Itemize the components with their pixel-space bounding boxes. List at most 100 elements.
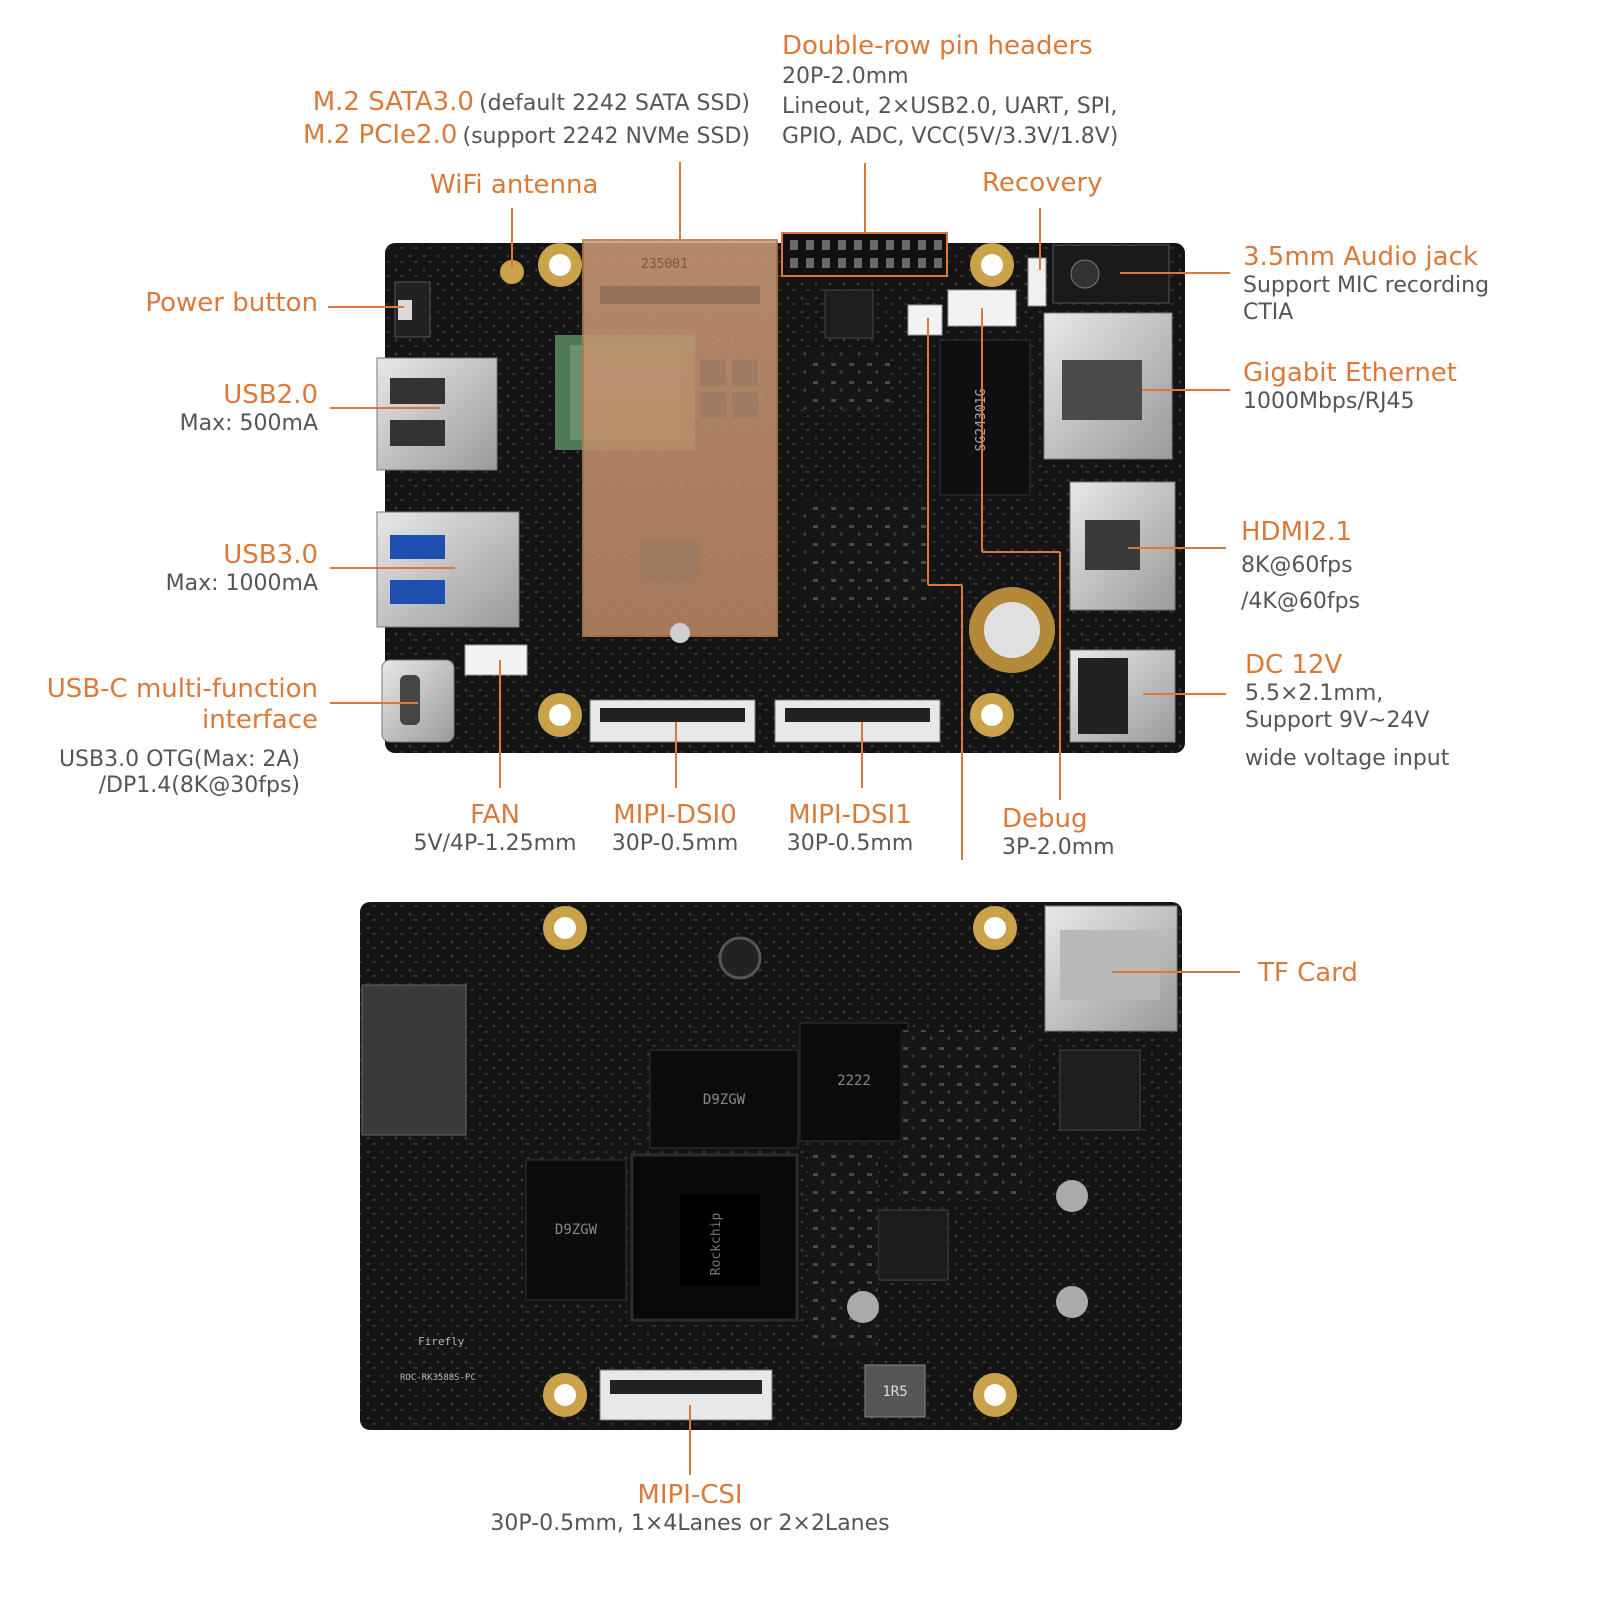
hdmi-title: HDMI2.1 (1241, 517, 1353, 547)
dc-line2: Support 9V~24V (1245, 707, 1430, 733)
header-pin (790, 240, 798, 250)
header-pin (934, 240, 942, 250)
bottom-board: D9ZGW 2222 D9ZGW Rockchip 1R5 Firefly RO… (360, 902, 1182, 1430)
usbc-title2: interface (202, 705, 318, 736)
model-mark: ROC-RK3588S-PC (400, 1373, 476, 1383)
header-pin (822, 240, 830, 250)
tf-card-label: TF Card (1258, 958, 1358, 988)
header-pin (790, 258, 798, 268)
header-pin (838, 240, 846, 250)
header-pin (854, 240, 862, 250)
dsi0-line1: 30P-0.5mm (611, 831, 739, 857)
header-pin (806, 240, 814, 250)
soc-logo: Rockchip (709, 1213, 724, 1276)
header-pin (870, 240, 878, 250)
pin-headers-line2: Lineout, 2×USB2.0, UART, SPI, (782, 94, 1118, 120)
m2-code: 235001 (641, 257, 688, 272)
power-button-label: Power button (145, 288, 318, 318)
hdmi-label: HDMI2.1 8K@60fps /4K@60fps (1241, 517, 1360, 620)
usb3-title: USB3.0 (223, 540, 318, 570)
header-pin (822, 258, 830, 268)
header-pin (870, 258, 878, 268)
dsi1-label: MIPI-DSI1 30P-0.5mm (750, 800, 950, 858)
header-pin (902, 240, 910, 250)
wifi-antenna-label: WiFi antenna (430, 170, 599, 200)
wifi-antenna-connector (500, 260, 524, 284)
header-pin (886, 240, 894, 250)
top-board: 235001 SG24301G (376, 232, 1185, 753)
m2-sata-detail: (default 2242 SATA SSD) (479, 91, 750, 116)
usbc-title1: USB-C multi-function (46, 674, 318, 704)
usb-hub-chip (1059, 1049, 1141, 1131)
usbc-line2: /DP1.4(8K@30fps) (98, 773, 300, 799)
dsi1-title: MIPI-DSI1 (788, 800, 912, 830)
dc-line3: wide voltage input (1245, 745, 1450, 771)
usbc-detail-block: USB3.0 OTG(Max: 2A) /DP1.4(8K@30fps) (59, 747, 300, 800)
hdmi-line1: 8K@60fps (1241, 553, 1353, 579)
header-pin (918, 240, 926, 250)
header-pin (838, 258, 846, 268)
m2-pcie-title: M.2 PCIe2.0 (303, 120, 458, 150)
hdmi-line2: /4K@60fps (1241, 589, 1361, 615)
recovery-label: Recovery (982, 168, 1103, 198)
audio-jack-line1: Support MIC recording (1243, 273, 1490, 299)
header-pin (918, 258, 926, 268)
usb2-title: USB2.0 (223, 380, 318, 410)
pin-headers-line3: GPIO, ADC, VCC(5V/3.3V/1.8V) (782, 124, 1119, 150)
m2-sata-title: M.2 SATA3.0 (312, 87, 474, 117)
csi-title: MIPI-CSI (637, 1480, 743, 1510)
inductor (864, 1364, 926, 1418)
inductor-label: 1R5 (882, 1384, 907, 1400)
dsi0-label: MIPI-DSI0 30P-0.5mm (575, 800, 775, 858)
audio-jack-line2: CTIA (1243, 299, 1294, 325)
emmc-label: 2222 (837, 1073, 871, 1089)
usbc-title-block: USB-C multi-function interface (47, 674, 318, 736)
debug-line1: 3P-2.0mm (1002, 835, 1115, 861)
usb2-label: USB2.0 Max: 500mA (180, 380, 318, 438)
brand-mark: Firefly (418, 1335, 465, 1348)
debug-title: Debug (1002, 804, 1088, 834)
leader-lines (328, 162, 1240, 1475)
ram2-label: D9ZGW (555, 1222, 598, 1238)
csi-line1: 30P-0.5mm, 1×4Lanes or 2×2Lanes (490, 1511, 890, 1537)
dc-line1: 5.5×2.1mm, (1245, 681, 1384, 707)
header-pin (806, 258, 814, 268)
usb3-label: USB3.0 Max: 1000mA (166, 540, 318, 598)
dc-title: DC 12V (1245, 650, 1343, 680)
fan-line1: 5V/4P-1.25mm (413, 831, 577, 857)
dc-label: DC 12V 5.5×2.1mm, Support 9V~24V wide vo… (1245, 650, 1449, 772)
usb2-line1: Max: 500mA (179, 411, 318, 437)
fan-label: FAN 5V/4P-1.25mm (340, 800, 650, 858)
header-pin (854, 258, 862, 268)
m2-sata-label: M.2 SATA3.0 (default 2242 SATA SSD) (313, 87, 750, 118)
debug-label: Debug 3P-2.0mm (1002, 804, 1115, 862)
usb2-port (376, 357, 498, 471)
usbc-line1: USB3.0 OTG(Max: 2A) (58, 747, 300, 772)
m2-pcie-detail: (support 2242 NVMe SSD) (462, 124, 751, 149)
ram-chip-2 (525, 1159, 627, 1301)
usb3-line1: Max: 1000mA (165, 571, 318, 597)
pin-headers-line1: 20P-2.0mm (782, 64, 909, 90)
ethernet-back (361, 984, 467, 1136)
pin-headers-label: Double-row pin headers 20P-2.0mm Lineout… (782, 31, 1118, 152)
pmic-chip (877, 1209, 949, 1281)
ethernet-line1: 1000Mbps/RJ45 (1243, 389, 1415, 415)
ethernet-title: Gigabit Ethernet (1243, 358, 1457, 388)
m2-pcie-label: M.2 PCIe2.0 (support 2242 NVMe SSD) (303, 120, 750, 151)
usb3-port (376, 511, 520, 628)
audio-jack-title: 3.5mm Audio jack (1243, 242, 1478, 272)
dsi0-title: MIPI-DSI0 (613, 800, 737, 830)
emmc-chip (799, 1022, 909, 1142)
pin-header (781, 232, 948, 277)
ethernet-label: Gigabit Ethernet 1000Mbps/RJ45 (1243, 358, 1457, 416)
network-chip (939, 339, 1031, 496)
header-pin (886, 258, 894, 268)
ram-chip (649, 1049, 799, 1149)
pin-headers-title: Double-row pin headers (782, 31, 1093, 61)
fan-title: FAN (470, 800, 520, 830)
mipi-csi-connector (599, 1369, 773, 1421)
ram1-label: D9ZGW (703, 1092, 746, 1108)
audio-jack-label: 3.5mm Audio jack Support MIC recording C… (1243, 242, 1489, 326)
header-pin (902, 258, 910, 268)
